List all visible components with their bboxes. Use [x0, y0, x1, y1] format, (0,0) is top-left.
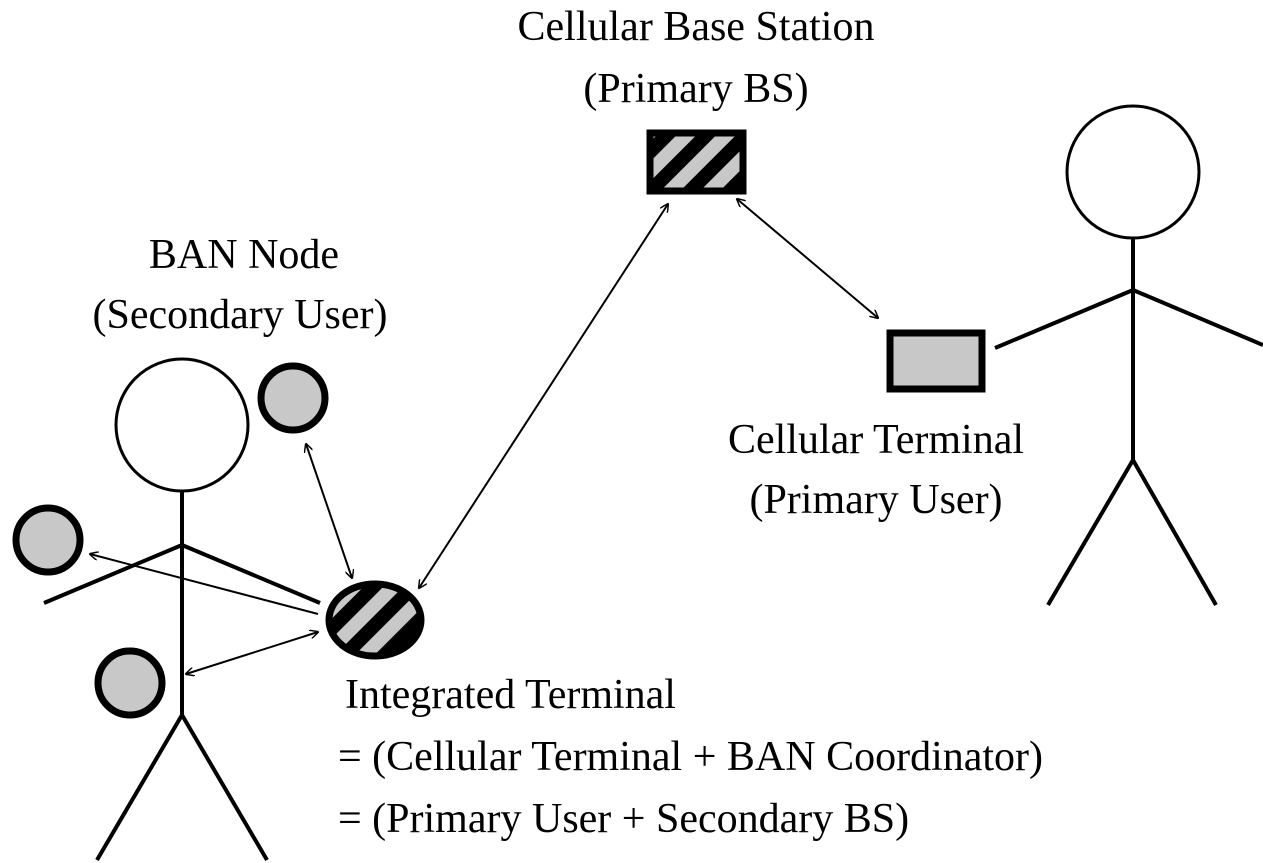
cellular-terminal: [886, 329, 986, 393]
base-station-title: Cellular Base Station: [518, 4, 875, 50]
left-person-figure: [43, 357, 321, 862]
ban-node-bottom: [94, 647, 166, 719]
base-station-subtitle: (Primary BS): [583, 66, 808, 112]
left-person-arm-right: [181, 543, 321, 605]
right-person-arm-right: [1132, 288, 1263, 347]
integrated-terminal: [325, 580, 425, 660]
link-ban-left-integrated: [90, 554, 319, 615]
right-person-leg-right: [1131, 459, 1218, 606]
cellular-base-station: [646, 129, 747, 195]
right-person-figure: [994, 104, 1263, 607]
cellular-terminal-subtitle: (Primary User): [749, 477, 1002, 523]
left-person-head: [114, 357, 250, 493]
left-person-arm-left: [43, 543, 183, 605]
ban-node-title: BAN Node: [149, 232, 339, 278]
right-person-arm-left: [994, 288, 1134, 350]
right-person-leg-left: [1046, 458, 1135, 607]
left-person-leg-right: [180, 713, 269, 862]
integrated-terminal-line2: = (Cellular Terminal + BAN Coordinator): [338, 734, 1043, 780]
integrated-terminal-line3: = (Primary User + Secondary BS): [338, 796, 909, 842]
ban-node-left: [12, 504, 84, 576]
link-ban-top-integrated: [306, 444, 352, 578]
link-base-station-integrated: [419, 204, 668, 588]
ban-node-subtitle: (Secondary User): [92, 292, 387, 338]
left-person-leg-left: [95, 713, 184, 862]
integrated-terminal-title: Integrated Terminal: [345, 672, 676, 718]
cellular-terminal-title: Cellular Terminal: [728, 417, 1024, 463]
right-person-head: [1065, 104, 1201, 240]
link-base-station-cellular-terminal: [737, 199, 878, 318]
link-ban-bottom-integrated: [186, 632, 318, 674]
ban-node-top: [257, 362, 329, 434]
